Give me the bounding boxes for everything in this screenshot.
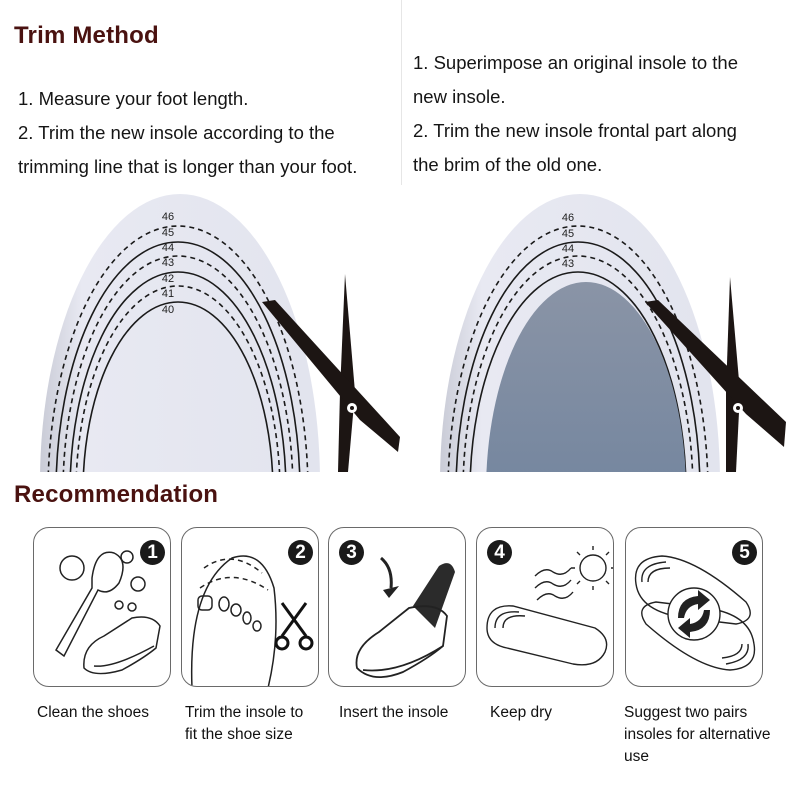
old-insole bbox=[486, 282, 686, 472]
left-instructions: 1. Measure your foot length. 2. Trim the… bbox=[18, 82, 357, 184]
caption-trim-insole: Trim the insole to fit the shoe size bbox=[185, 704, 304, 743]
recommendation-title: Recommendation bbox=[14, 481, 219, 508]
right-step-2: 2. Trim the new insole frontal part alon… bbox=[413, 120, 737, 141]
svg-text:46: 46 bbox=[162, 211, 174, 223]
left-step-2: 2. Trim the new insole according to the bbox=[18, 122, 335, 143]
insole-sizes-illustration: 46 45 44 43 42 41 40 bbox=[0, 192, 400, 472]
superimposed-insole-icon: 46 45 44 43 bbox=[440, 194, 786, 472]
card-insert-insole: 3 bbox=[328, 527, 466, 687]
svg-text:43: 43 bbox=[562, 258, 574, 270]
insert-insole-shoe-icon bbox=[355, 556, 455, 678]
card-alternate-pairs: 5 bbox=[625, 527, 763, 687]
right-step-1-cont: new insole. bbox=[413, 86, 506, 107]
left-step-2-cont: trimming line that is longer than your f… bbox=[18, 156, 358, 177]
caption-insert-insole: Insert the insole bbox=[339, 704, 449, 721]
svg-text:44: 44 bbox=[162, 242, 174, 254]
superimpose-insole-illustration: 46 45 44 43 bbox=[400, 192, 800, 472]
alternate-pairs-icon bbox=[634, 555, 756, 671]
step-number-badge: 4 bbox=[487, 540, 512, 565]
svg-text:44: 44 bbox=[562, 243, 574, 255]
trim-method-title: Trim Method bbox=[14, 22, 159, 49]
right-step-2-cont: the brim of the old one. bbox=[413, 154, 603, 175]
step-number-badge: 2 bbox=[288, 540, 313, 565]
step-number-badge: 3 bbox=[339, 540, 364, 565]
right-instructions: 1. Superimpose an original insole to the… bbox=[413, 46, 738, 182]
card-clean-shoes: 1 bbox=[33, 527, 171, 687]
svg-text:43: 43 bbox=[162, 257, 174, 269]
caption-clean-shoes: Clean the shoes bbox=[37, 704, 150, 721]
clean-shoe-brush-icon bbox=[55, 550, 161, 675]
card-trim-insole: 2 bbox=[181, 527, 319, 687]
svg-text:40: 40 bbox=[162, 304, 174, 316]
column-divider bbox=[401, 0, 402, 185]
step-number-badge: 1 bbox=[140, 540, 165, 565]
left-step-1: 1. Measure your foot length. bbox=[18, 88, 249, 109]
card-keep-dry: 4 bbox=[476, 527, 614, 687]
keep-dry-sun-icon bbox=[486, 546, 613, 666]
foot-trim-scissors-icon bbox=[190, 555, 314, 686]
caption-alternate-pairs: Suggest two pairs insoles for alternativ… bbox=[624, 704, 771, 765]
svg-text:45: 45 bbox=[562, 228, 574, 240]
caption-keep-dry: Keep dry bbox=[490, 704, 553, 721]
step-number-badge: 5 bbox=[732, 540, 757, 565]
svg-text:46: 46 bbox=[562, 212, 574, 224]
insole-trim-lines-icon: 46 45 44 43 42 41 40 bbox=[40, 194, 400, 472]
svg-text:41: 41 bbox=[162, 288, 174, 300]
svg-text:42: 42 bbox=[162, 273, 174, 285]
svg-text:45: 45 bbox=[162, 227, 174, 239]
right-step-1: 1. Superimpose an original insole to the bbox=[413, 52, 738, 73]
